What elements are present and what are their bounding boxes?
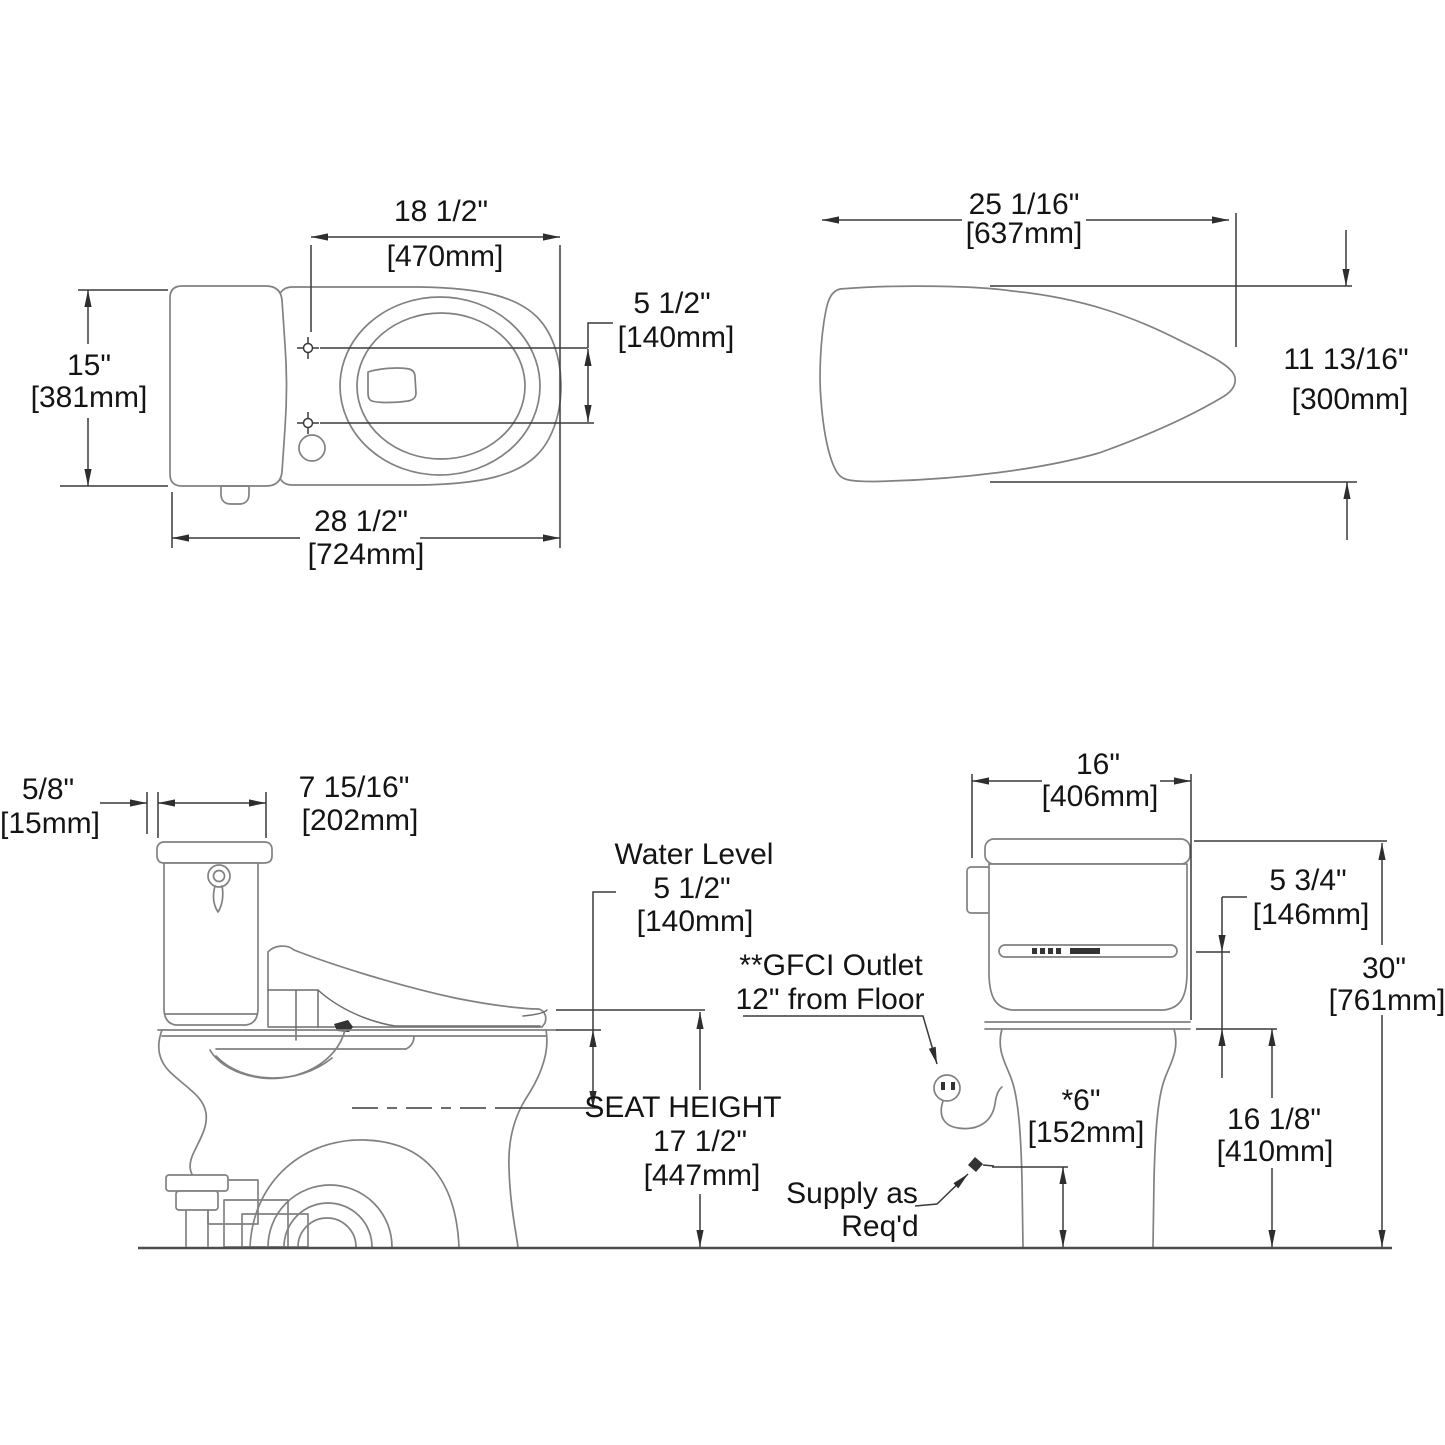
label-gfci-1: **GFCI Outlet: [739, 949, 923, 982]
dim-side-tank-depth-in: 7 15/16": [299, 771, 410, 804]
reference-line: [320, 347, 594, 424]
dim-front-supply-in: *6": [1061, 1084, 1100, 1117]
reference-line: [1196, 951, 1277, 1030]
dim-top-depth-in: 28 1/2": [314, 505, 408, 538]
leader-bracket: [592, 891, 616, 1030]
dim-side-gap-mm: [15mm]: [0, 807, 100, 840]
seat-opening-outer: [339, 296, 541, 476]
deck-lip: [215, 1035, 415, 1050]
gfci-outlet-icon: [933, 1074, 1003, 1130]
bowl-body-outline: [274, 286, 562, 486]
dim-seat-height-mm: [447mm]: [644, 1159, 761, 1192]
dim-side-tank-depth-mm: [202mm]: [302, 804, 419, 837]
bowl-front-profile: [508, 1029, 548, 1248]
supply-stub-icon: [968, 1157, 995, 1172]
seat-sensor-clip: [334, 1020, 353, 1032]
side-view: 5/8" [15mm] 7 15/16" [202mm] Water Level…: [0, 771, 969, 1248]
dim-front-tank-width-mm: [406mm]: [1042, 780, 1159, 813]
label-supply-1: Supply as: [786, 1177, 918, 1210]
leader-line: [743, 1015, 938, 1065]
flush-jet: [367, 367, 417, 404]
extension-line: [146, 792, 267, 838]
lid-view: 25 1/16" [637mm] 11 13/16" [300mm]: [819, 188, 1409, 540]
leader-line: [914, 1173, 969, 1207]
dim-front-height-mm: [761mm]: [1329, 984, 1445, 1017]
dim-side-gap-in: 5/8": [22, 773, 74, 806]
extension-line: [971, 774, 1192, 1020]
tank-lid-front: [984, 838, 1191, 865]
mount-hole: [298, 434, 326, 462]
trapway-detail: [207, 1139, 460, 1248]
rim-line: [157, 1029, 557, 1037]
dim-front-panel-in: 5 3/4": [1269, 864, 1346, 897]
pedestal-left: [999, 1028, 1024, 1248]
seat-opening-inner: [356, 312, 526, 460]
reference-line: [990, 285, 1357, 483]
dim-front-supply-mm: [152mm]: [1028, 1116, 1145, 1149]
dim-water-level-in: 5 1/2": [653, 872, 730, 905]
hinge-mark-icon: [297, 412, 319, 434]
dim-top-seat-length-mm: [470mm]: [387, 240, 504, 273]
lid-outline: [819, 285, 1236, 483]
front-view: 16" [406mm] 30" [761mm] 5 3/4" [146mm] 1…: [933, 748, 1445, 1248]
hinge-mark-icon: [297, 337, 319, 359]
pedestal-right: [1152, 1028, 1177, 1248]
dim-seat-height-in: 17 1/2": [653, 1125, 747, 1158]
label-gfci-2: 12" from Floor: [735, 983, 924, 1016]
bowl-rear-profile: [157, 1029, 208, 1177]
trip-lever-front: [966, 866, 992, 914]
dim-front-height-in: 30": [1362, 952, 1406, 985]
dim-top-depth-mm: [724mm]: [308, 538, 425, 571]
supply-valve: [165, 1174, 229, 1247]
dim-water-level-mm: [140mm]: [637, 905, 754, 938]
dim-top-offset-mm: [140mm]: [618, 321, 735, 354]
extension-line: [310, 245, 561, 548]
label-supply-2: Req'd: [841, 1210, 918, 1243]
label-water-level: Water Level: [615, 838, 774, 871]
bidet-control-strip: [998, 944, 1178, 958]
label-seat-height: SEAT HEIGHT: [584, 1091, 781, 1124]
seat-plate-front: [984, 1021, 1191, 1030]
tank-lid-side: [156, 841, 273, 864]
bidet-seat-outline: [267, 945, 547, 1028]
supply-knob: [220, 485, 250, 505]
dim-front-tank-width-in: 16": [1076, 748, 1120, 781]
dim-top-offset-in: 5 1/2": [633, 287, 710, 320]
dim-lid-width-mm: [300mm]: [1292, 383, 1409, 416]
extension-line: [60, 289, 168, 487]
flush-lever-icon: [207, 864, 231, 913]
tank-body-front: [988, 863, 1188, 1011]
dim-top-seat-length-in: 18 1/2": [394, 195, 488, 228]
dim-top-width-in: 15": [67, 349, 111, 382]
dim-lid-length-mm: [637mm]: [966, 217, 1083, 250]
dim-top-width-mm: [381mm]: [31, 381, 148, 414]
leader-bracket: [587, 322, 613, 348]
bidet-seat-detail: [267, 989, 548, 1041]
tank-body-side: [163, 862, 259, 1026]
tank-outline-top: [169, 285, 288, 487]
dim-lid-length-in: 25 1/16": [969, 188, 1080, 221]
trapway-arch: [209, 1029, 346, 1080]
dim-front-rim-mm: [410mm]: [1217, 1135, 1334, 1168]
dim-front-rim-in: 16 1/8": [1227, 1103, 1321, 1136]
dim-lid-width-in: 11 13/16": [1283, 343, 1408, 376]
top-view: 18 1/2" [470mm] 5 1/2" [140mm] 15" [381m…: [31, 195, 735, 571]
dim-front-panel-mm: [146mm]: [1253, 898, 1370, 931]
